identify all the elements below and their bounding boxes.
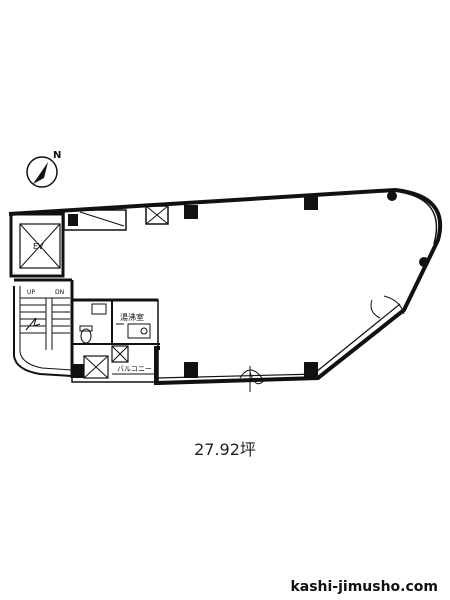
compass: N <box>26 150 61 188</box>
wet-area: 湯沸室 バルコニー <box>71 298 160 383</box>
curved-corner-wall <box>399 191 438 245</box>
door-swing <box>370 299 381 319</box>
stair-up-label: UP <box>27 289 35 296</box>
stair-down-label: DN <box>55 289 64 296</box>
elevator-shaft <box>9 212 65 278</box>
column <box>304 362 318 378</box>
compass-letter: N <box>53 150 61 161</box>
column <box>184 362 198 378</box>
kitchenette-label: 湯沸室 <box>120 312 144 322</box>
balcony-label: バルコニー <box>117 365 152 373</box>
duct-shaft <box>145 205 169 225</box>
stairwell: UP DN <box>13 286 73 377</box>
door-swing <box>383 295 405 315</box>
elevator-label: EV <box>33 242 44 251</box>
column <box>72 364 84 378</box>
column <box>184 205 198 219</box>
toilet-icon <box>80 328 92 344</box>
floor-area-label: 27.92坪 <box>194 440 256 459</box>
column <box>304 196 318 210</box>
site-url: kashi-jimusho.com <box>290 579 438 595</box>
column <box>419 257 429 267</box>
door-swing <box>249 371 267 385</box>
column <box>387 191 397 201</box>
